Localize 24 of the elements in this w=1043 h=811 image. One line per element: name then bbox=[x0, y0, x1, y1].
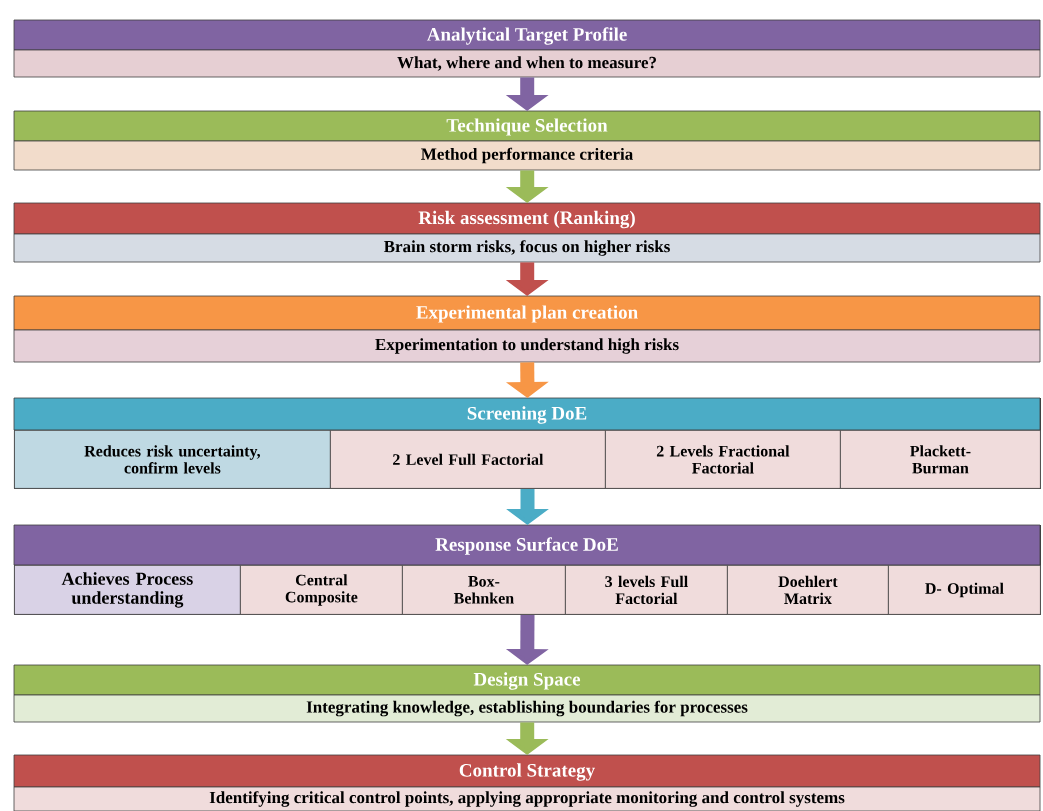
subtitle-band: Identifying critical control points, applying appropriate monitoring and control systems bbox=[13, 786, 1041, 811]
table-cell: Doehlert Matrix bbox=[727, 565, 889, 615]
subtitle-band: Method performance criteria bbox=[13, 140, 1041, 171]
header-band: Control Strategy bbox=[13, 754, 1041, 788]
header-band: Technique Selection bbox=[13, 110, 1041, 142]
table-cell: 2 Level Full Factorial bbox=[330, 430, 606, 489]
table-cell: D- Optimal bbox=[888, 565, 1041, 615]
table-cell: Box-Behnken bbox=[402, 565, 566, 615]
subtitle-band: Brain storm risks, focus on higher risks bbox=[13, 233, 1041, 263]
header-band: Response Surface DoE bbox=[13, 524, 1041, 566]
table-cell: 2 Levels Fractional Factorial bbox=[605, 430, 841, 489]
header-band: Design Space bbox=[13, 664, 1041, 696]
table-cell: Achieves Process understanding bbox=[14, 565, 241, 615]
table-cell: 3 levels Full Factorial bbox=[565, 565, 728, 615]
subtitle-band: Integrating knowledge, establishing boundaries for processes bbox=[13, 694, 1041, 723]
table-cell: Central Composite bbox=[240, 565, 403, 615]
header-band: Screening DoE bbox=[13, 397, 1041, 431]
header-band: Risk assessment (Ranking) bbox=[13, 202, 1041, 235]
table-cell: Reduces risk uncertainty, confirm levels bbox=[14, 430, 331, 489]
subtitle-band: What, where and when to measure? bbox=[13, 49, 1041, 78]
header-band: Experimental plan creation bbox=[13, 295, 1041, 331]
table-cell: Plackett-Burman bbox=[840, 430, 1041, 489]
header-band: Analytical Target Profile bbox=[13, 19, 1041, 51]
subtitle-band: Experimentation to understand high risks bbox=[13, 329, 1041, 363]
